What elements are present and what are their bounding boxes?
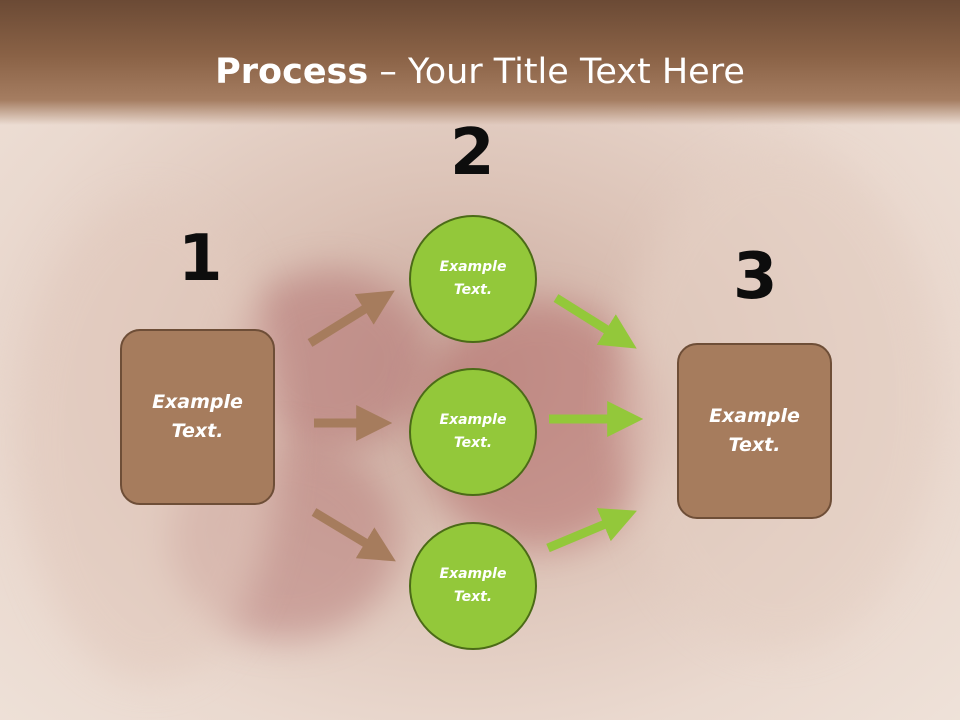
box-text-line2: Text. [728,434,781,456]
box-text-line2: Text. [171,420,224,442]
arrow-from-circle-3 [546,508,637,553]
arrow-to-circle-1 [307,290,395,347]
box-text-line1: Example [152,391,243,413]
circle-text-line2: Text. [453,435,493,451]
arrow-from-circle-1 [553,294,637,349]
circle-text-line1: Example [439,412,507,428]
step-number-3: 3 [733,240,778,314]
title-bold: Process [215,52,369,92]
slide-title: Process – Your Title Text Here [0,52,960,92]
arrow-to-circle-3 [311,508,396,562]
step-number-1: 1 [178,222,223,296]
step-number-2: 2 [450,116,495,190]
box-text-line1: Example [709,405,800,427]
circle-text-line1: Example [439,566,507,582]
title-rest: – Your Title Text Here [368,52,745,92]
circle-text-line1: Example [439,259,507,275]
circle-text-line2: Text. [453,589,493,605]
title-bar [0,0,960,125]
circle-text-line2: Text. [453,282,493,298]
